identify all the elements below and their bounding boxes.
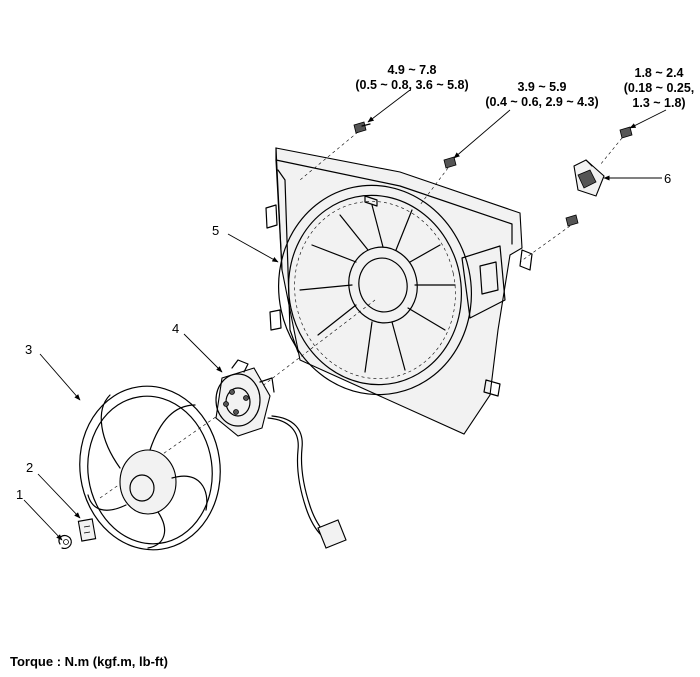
torque-line: 1.3 ~ 1.8): [632, 96, 686, 110]
clip: [77, 518, 97, 542]
bolt-icon: [565, 214, 579, 227]
torque-line: (0.4 ~ 0.6, 2.9 ~ 4.3): [485, 95, 599, 109]
torque-spec-shroud-mid: 3.9 ~ 5.9 (0.4 ~ 0.6, 2.9 ~ 4.3): [480, 80, 604, 110]
fan-shroud: [265, 147, 533, 435]
bolt-icon: [443, 156, 457, 169]
callout-4: 4: [172, 321, 180, 336]
torque-line: (0.18 ~ 0.25,: [623, 81, 695, 95]
torque-spec-connector: 1.8 ~ 2.4 (0.18 ~ 0.25, 1.3 ~ 1.8): [618, 66, 700, 111]
torque-line: (0.5 ~ 0.8, 3.6 ~ 5.8): [355, 78, 469, 92]
callout-1: 1: [16, 487, 24, 502]
torque-spec-shroud-upper: 4.9 ~ 7.8 (0.5 ~ 0.8, 3.6 ~ 5.8): [352, 63, 472, 93]
connector-resistor: [573, 159, 605, 197]
assembly-lines: [99, 131, 623, 499]
torque-line: 4.9 ~ 7.8: [387, 63, 437, 77]
torque-line: 1.8 ~ 2.4: [634, 66, 684, 80]
fan-motor: [215, 359, 347, 549]
bolt-icon: [619, 126, 633, 139]
callout-5: 5: [212, 223, 220, 238]
callout-2: 2: [26, 460, 34, 475]
callout-3: 3: [25, 342, 33, 357]
callout-6: 6: [664, 171, 672, 186]
torque-units-caption: Torque : N.m (kgf.m, lb-ft): [10, 654, 168, 669]
cooling-fan: [79, 385, 221, 551]
torque-line: 3.9 ~ 5.9: [517, 80, 567, 94]
leader-lines: [23, 89, 667, 541]
nut: [58, 534, 72, 549]
bolt-icon: [353, 121, 371, 134]
